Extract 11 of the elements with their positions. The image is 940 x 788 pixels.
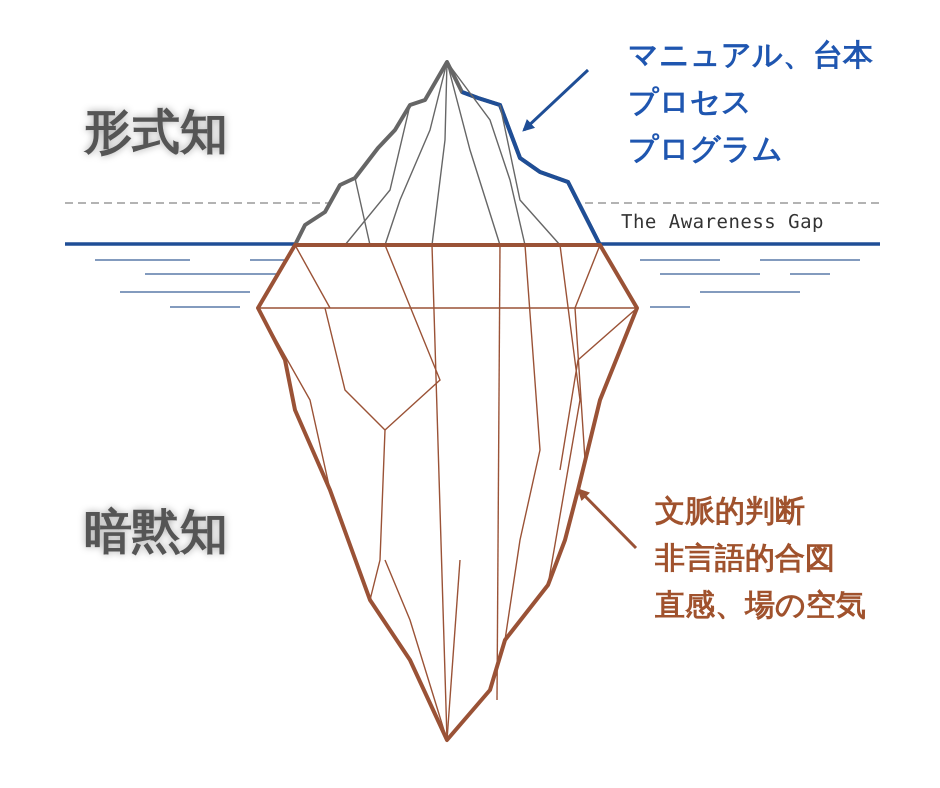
annotation-text: 直感、場の空気 (655, 587, 866, 625)
water-line-label: The Awareness Gap (621, 211, 824, 233)
arrow (577, 488, 638, 550)
annotation-text: 非言語的合図 (655, 540, 835, 578)
annotation-text: プログラム (628, 131, 783, 169)
category-label: 暗黙知 (84, 503, 228, 562)
category-label: 形式知 (84, 103, 228, 162)
annotation-text: プロセス (628, 84, 752, 122)
annotation-text: 文脈的判断 (655, 493, 805, 531)
arrow (522, 68, 590, 132)
annotation-text: マニュアル、台本 (628, 37, 873, 75)
